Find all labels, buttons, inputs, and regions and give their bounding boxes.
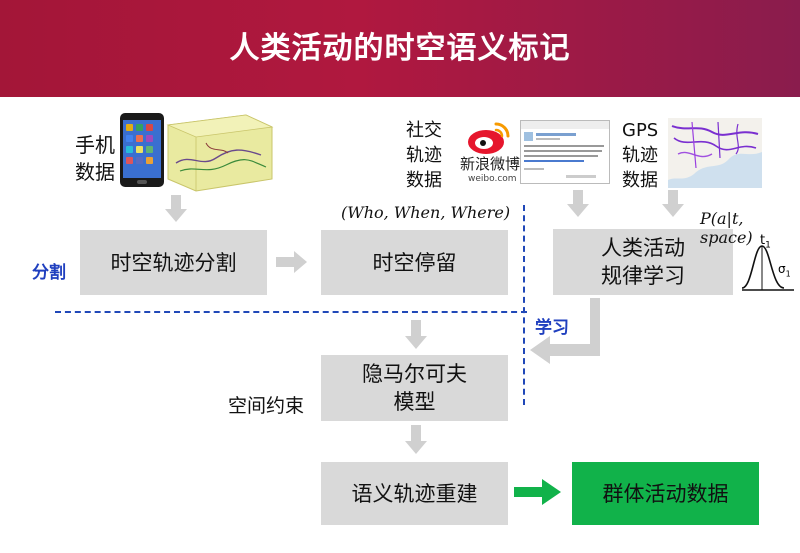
sigma1-label-text: σ	[778, 262, 786, 276]
node-semantic-trajectory-reconstruction: 语义轨迹重建	[321, 462, 508, 525]
page-title: 人类活动的时空语义标记	[229, 31, 571, 66]
node-semantic-trajectory-reconstruction-label: 语义轨迹重建	[351, 481, 478, 506]
arrow-phone-to-segmentation	[165, 195, 187, 222]
node-group-activity-data-label: 群体活动数据	[602, 481, 729, 506]
gps-data-label: GPS 轨迹 数据	[622, 120, 659, 191]
arrow-gps-to-learning	[662, 190, 684, 217]
t1-label-text: t	[760, 233, 766, 248]
arrow-hmm-to-reconstruction	[405, 425, 427, 454]
social-data-label: 社交 轨迹 数据	[406, 120, 442, 191]
phone-trajectory-3d-image	[166, 114, 274, 192]
who-when-where-annotation: (Who, When, Where)	[341, 203, 511, 222]
phase-divider-vertical	[523, 205, 525, 405]
title-banner	[0, 0, 800, 97]
node-activity-pattern-learning-label: 人类活动 规律学习	[601, 236, 685, 288]
spatial-constraint-label: 空间约束	[228, 395, 305, 417]
gaussian-distribution-icon	[741, 245, 794, 291]
weibo-logo-icon	[468, 122, 510, 154]
gps-trajectory-map-image	[668, 118, 762, 188]
sigma1-label: σ1	[778, 262, 791, 278]
node-hidden-markov-model: 隐马尔可夫 模型	[321, 355, 508, 421]
t1-label: t1	[760, 233, 771, 251]
phone-data-label: 手机 数据	[75, 133, 115, 184]
arrow-stay-to-hmm	[405, 320, 427, 349]
node-spatiotemporal-stay-label: 时空停留	[372, 250, 457, 275]
weibo-domain-text: weibo.com	[468, 174, 517, 184]
phase-label-segment: 分割	[32, 263, 66, 283]
sigma1-label-subscript: 1	[785, 269, 791, 279]
node-spatiotemporal-stay: 时空停留	[321, 230, 508, 295]
phase-divider-horizontal	[55, 311, 527, 313]
arrow-segmentation-to-stay	[276, 251, 307, 273]
arrow-learning-to-hmm	[530, 298, 600, 364]
node-trajectory-segmentation-label: 时空轨迹分割	[110, 250, 237, 275]
weibo-brand-text: 新浪微博	[460, 155, 521, 173]
node-group-activity-data: 群体活动数据	[572, 462, 759, 525]
arrow-reconstruction-to-group-data	[514, 479, 561, 505]
probability-annotation: P(a|t, space)	[700, 209, 753, 247]
smartphone-icon	[120, 113, 164, 187]
weibo-post-screenshot	[520, 120, 610, 184]
node-trajectory-segmentation: 时空轨迹分割	[80, 230, 267, 295]
t1-label-subscript: 1	[765, 240, 771, 251]
node-activity-pattern-learning: 人类活动 规律学习	[553, 229, 733, 295]
phase-label-learn: 学习	[535, 318, 569, 338]
arrow-weibo-to-learning	[567, 190, 589, 217]
node-hidden-markov-model-label: 隐马尔可夫 模型	[362, 362, 467, 414]
